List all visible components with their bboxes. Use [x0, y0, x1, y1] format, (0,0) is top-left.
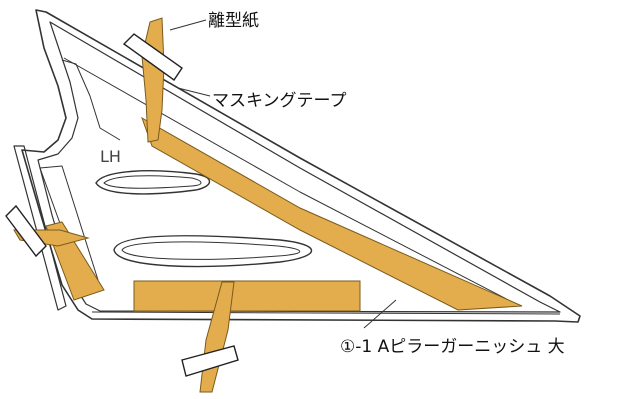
label-release-paper: 離型紙 — [208, 11, 259, 31]
garnish-rib-line — [63, 57, 521, 307]
leader-masking-tape — [177, 87, 211, 97]
slot-upper — [95, 170, 211, 195]
masking-tape-hypotenuse — [141, 116, 523, 311]
release-paper-bottom — [181, 345, 239, 377]
label-masking-tape: マスキングテープ — [212, 91, 346, 111]
slot-lower-inner — [121, 241, 301, 260]
tape-tabs — [5, 17, 239, 393]
leader-lines — [169, 19, 397, 329]
label-part-name: ①-1 Aピラーガーニッシュ 大 — [340, 337, 565, 357]
release-paper-top — [122, 33, 183, 81]
leader-part-name — [363, 299, 397, 329]
slot-lower — [113, 235, 313, 268]
garnish-inner-edge — [37, 21, 561, 313]
label-side: LH — [100, 147, 121, 166]
garnish-bottom-rim — [91, 311, 561, 315]
slot-upper-inner — [103, 175, 202, 189]
leader-release-paper — [169, 19, 207, 31]
garnish-recess — [61, 59, 121, 141]
masking-tape-bottom — [133, 280, 361, 312]
release-paper-left — [5, 204, 47, 258]
garnish-outer-edge — [21, 9, 581, 323]
a-pillar-garnish — [13, 9, 581, 323]
garnish-slots — [95, 170, 313, 268]
garnish-left-flange — [13, 145, 67, 311]
masking-tape-strips — [45, 116, 523, 312]
